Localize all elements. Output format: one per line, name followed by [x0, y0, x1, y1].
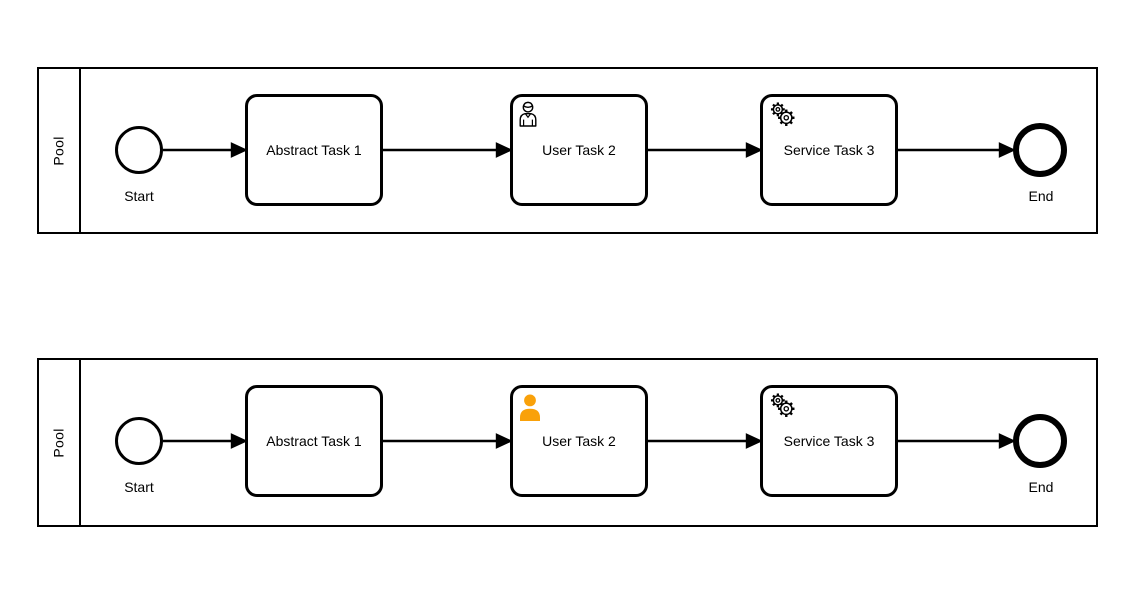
end-event-label: End [1028, 188, 1054, 204]
task-user-2[interactable]: User Task 2 [510, 94, 648, 206]
pool-label: Pool [50, 427, 67, 458]
pool-label: Pool [50, 135, 67, 166]
start-event[interactable] [115, 417, 163, 465]
task-service-3[interactable]: Service Task 3 [760, 94, 898, 206]
task-service-3[interactable]: Service Task 3 [760, 385, 898, 497]
task-label: Service Task 3 [783, 433, 875, 449]
task-label: Abstract Task 1 [266, 433, 362, 449]
service-gears-icon [770, 393, 795, 417]
task-abstract-1[interactable]: Abstract Task 1 [245, 385, 383, 497]
start-event[interactable] [115, 126, 163, 174]
start-event-label: Start [124, 188, 154, 204]
task-abstract-1[interactable]: Abstract Task 1 [245, 94, 383, 206]
pool-top[interactable]: Pool Start Abstract Task 1 [37, 67, 1098, 234]
service-gears-icon [770, 102, 795, 126]
pool-bottom-label-band[interactable]: Pool [39, 360, 81, 525]
pool-top-label-band[interactable]: Pool [39, 69, 81, 232]
task-label: Service Task 3 [783, 142, 875, 158]
task-label: User Task 2 [542, 433, 616, 449]
end-event[interactable] [1013, 414, 1067, 468]
start-event-label: Start [124, 479, 154, 495]
task-label: User Task 2 [542, 142, 616, 158]
end-event[interactable] [1013, 123, 1067, 177]
pool-bottom[interactable]: Pool Start Abstract Task 1 User Task 2 [37, 358, 1098, 527]
user-outline-icon [519, 101, 537, 127]
user-filled-icon [520, 394, 540, 421]
end-event-label: End [1028, 479, 1054, 495]
task-user-2[interactable]: User Task 2 [510, 385, 648, 497]
task-label: Abstract Task 1 [266, 142, 362, 158]
